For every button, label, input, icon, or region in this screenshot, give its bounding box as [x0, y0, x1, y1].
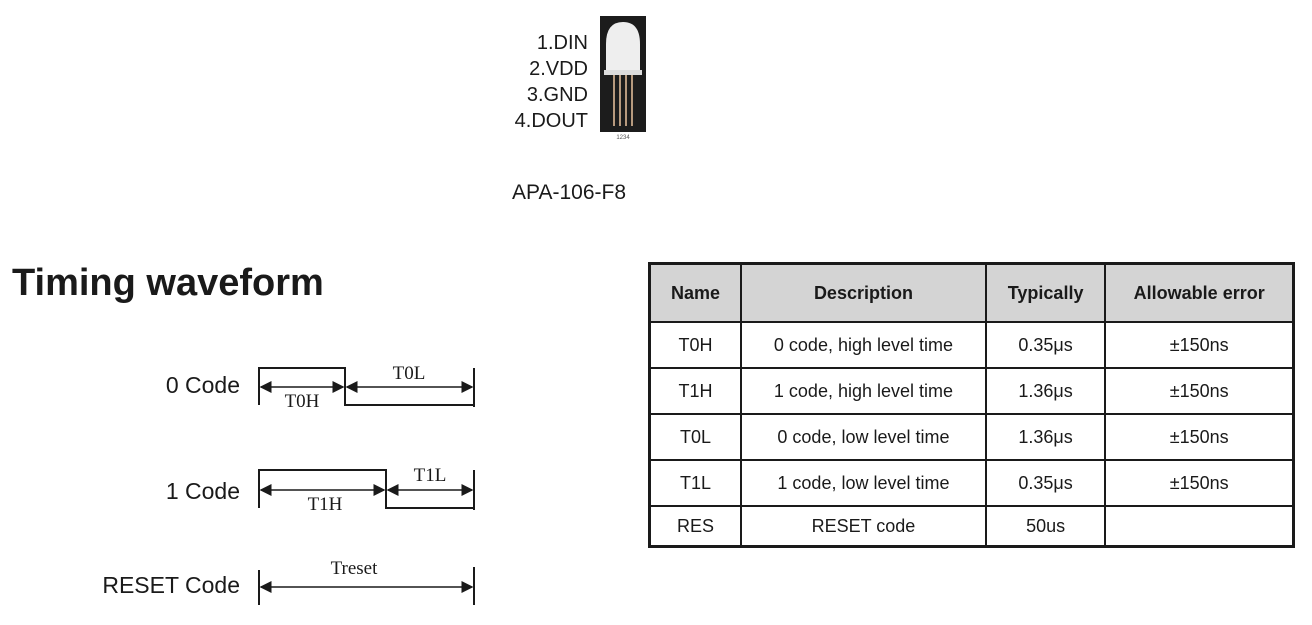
waveform-0-code: T0H T0L — [258, 363, 475, 412]
table-cell: ±150ns — [1104, 413, 1295, 461]
code-label-0: 0 Code — [165, 372, 240, 398]
table-header-row: Name Description Typically Allowable err… — [648, 262, 1295, 323]
code-label-reset: RESET Code — [102, 572, 240, 598]
table-row: T0H 0 code, high level time 0.35μs ±150n… — [648, 321, 1295, 369]
table-row: T1H 1 code, high level time 1.36μs ±150n… — [648, 367, 1295, 415]
table-cell: T1H — [648, 367, 743, 415]
table-cell: ±150ns — [1104, 459, 1295, 507]
table-cell: 1.36μs — [984, 413, 1107, 461]
table-cell — [1104, 505, 1295, 548]
t1l-label: T1L — [414, 465, 447, 486]
t0l-label: T0L — [393, 363, 426, 384]
column-header: Name — [648, 262, 743, 323]
waveform-reset-code: Treset — [258, 558, 475, 605]
column-header: Description — [740, 262, 987, 323]
table-cell: T0H — [648, 321, 743, 369]
table-cell: T0L — [648, 413, 743, 461]
table-row: RES RESET code 50us — [648, 505, 1295, 548]
photo-pin-numbers: 1234 — [616, 135, 630, 141]
table-cell: 1 code, high level time — [740, 367, 987, 415]
pin-label: 4.DOUT — [514, 110, 588, 132]
timing-waveforms: T0H T0L T1H T1L Treset — [258, 363, 475, 605]
t0h-label: T0H — [285, 391, 320, 412]
treset-label: Treset — [331, 558, 379, 579]
t1h-label: T1H — [308, 494, 343, 515]
table-cell: 0 code, low level time — [740, 413, 987, 461]
pin-label: 1.DIN — [536, 32, 588, 54]
timing-table: Name Description Typically Allowable err… — [648, 262, 1295, 548]
part-number: APA-106-F8 — [512, 181, 626, 204]
table-cell: RES — [648, 505, 743, 548]
table-cell: ±150ns — [1104, 367, 1295, 415]
column-header: Allowable error — [1104, 262, 1295, 323]
table-row: T0L 0 code, low level time 1.36μs ±150ns — [648, 413, 1295, 461]
led-photo: 1234 — [600, 16, 646, 141]
waveform-1-code: T1H T1L — [258, 465, 475, 515]
table-cell: ±150ns — [1104, 321, 1295, 369]
table-cell: 0 code, high level time — [740, 321, 987, 369]
section-title: Timing waveform — [12, 262, 324, 304]
column-header: Typically — [984, 262, 1107, 323]
table-cell: RESET code — [740, 505, 987, 548]
code-label-1: 1 Code — [165, 478, 240, 504]
pin-label: 3.GND — [526, 84, 588, 106]
table-cell: 1.36μs — [984, 367, 1107, 415]
table-cell: 1 code, low level time — [740, 459, 987, 507]
table-cell: 0.35μs — [984, 459, 1107, 507]
table-cell: 50us — [984, 505, 1107, 548]
table-row: T1L 1 code, low level time 0.35μs ±150ns — [648, 459, 1295, 507]
table-cell: 0.35μs — [984, 321, 1107, 369]
table-cell: T1L — [648, 459, 743, 507]
pin-label: 2.VDD — [529, 58, 588, 80]
pin-list: 1.DIN 2.VDD 3.GND 4.DOUT — [498, 30, 588, 134]
